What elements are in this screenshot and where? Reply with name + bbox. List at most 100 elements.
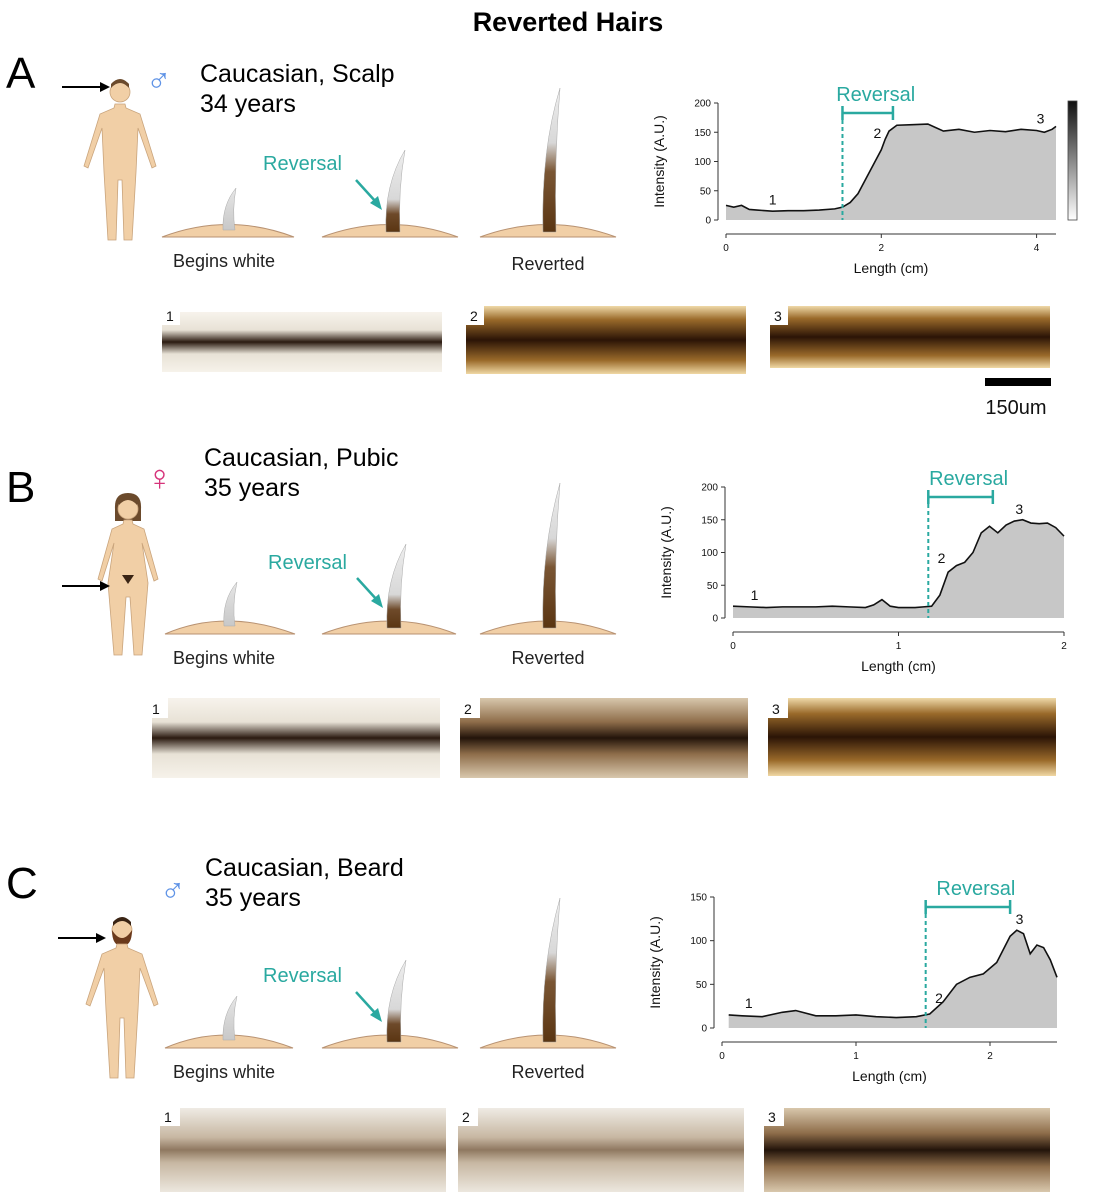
reversal-arrow: [355, 179, 382, 210]
point-label: 1: [745, 995, 753, 1011]
x-tick-label: 1: [853, 1051, 859, 1062]
male-symbol-icon: ♂: [146, 62, 172, 100]
x-axis-label: Length (cm): [861, 658, 936, 674]
micrograph-2: 2: [458, 1106, 744, 1192]
micrograph-label: 1: [166, 308, 174, 324]
x-tick-label: 2: [987, 1051, 993, 1062]
reversal-label: Reversal: [936, 878, 1015, 900]
location-arrow: [62, 581, 110, 591]
demographic-line1: Caucasian, Pubic: [204, 444, 399, 472]
reversal-label: Reversal: [268, 552, 347, 574]
male-symbol-icon: ♂: [160, 872, 186, 910]
stage-reversal: [321, 543, 457, 635]
x-tick-label: 0: [723, 243, 729, 254]
scale-bar-label: 150um: [985, 397, 1046, 419]
micrograph-label: 3: [774, 308, 782, 324]
intensity-area: [728, 930, 1057, 1028]
micrograph-3: 3: [764, 1106, 1050, 1192]
micrograph-label: 3: [768, 1109, 776, 1125]
stage-reverted: [479, 897, 617, 1049]
y-axis-label: Intensity (A.U.): [647, 916, 663, 1009]
body-figure: [97, 493, 159, 656]
stage-label: Reverted: [511, 648, 584, 668]
micrograph-label: 2: [470, 308, 478, 324]
micrograph-3: 3: [768, 698, 1056, 776]
panel-letter: A: [6, 49, 36, 98]
stage-begins-white: [164, 995, 294, 1049]
location-arrow: [62, 82, 110, 92]
stage-label: Reverted: [511, 254, 584, 274]
y-tick-label: 100: [690, 936, 707, 947]
reversal-label: Reversal: [263, 965, 342, 987]
stage-reverted: [479, 482, 617, 635]
demographic-line2: 34 years: [200, 90, 296, 118]
y-tick-label: 200: [701, 483, 718, 494]
body-figure: [85, 917, 159, 1079]
micrograph-label: 2: [462, 1109, 470, 1125]
stage-label: Begins white: [173, 1062, 275, 1082]
point-label: 1: [769, 192, 777, 208]
micrograph-2: 2: [460, 698, 748, 778]
y-tick-label: 100: [694, 157, 711, 168]
body-figure: [83, 79, 157, 241]
intensity-colorbar: [1067, 100, 1078, 221]
micrograph-label: 3: [772, 701, 780, 717]
micrograph-strip: 1 2 3: [160, 1106, 1050, 1192]
micrograph-1: 1: [160, 1106, 446, 1192]
x-tick-label: 0: [730, 641, 736, 652]
y-tick-label: 50: [707, 581, 719, 592]
point-label: 2: [874, 125, 882, 141]
y-tick-label: 50: [700, 186, 712, 197]
scale-bar: [985, 378, 1051, 386]
stage-begins-white: [164, 581, 296, 635]
reversal-arrow: [356, 577, 383, 608]
intensity-area: [726, 124, 1056, 220]
x-tick-label: 0: [719, 1051, 725, 1062]
micrograph-strip: 1 2 3: [162, 305, 1050, 374]
point-label: 2: [935, 990, 943, 1006]
micrograph-2: 2: [466, 305, 746, 374]
intensity-line: [732, 518, 1065, 609]
stage-label: Begins white: [173, 251, 275, 271]
reversal-label: Reversal: [836, 84, 915, 106]
micrograph-label: 2: [464, 701, 472, 717]
micrograph-1: 1: [162, 305, 442, 372]
y-tick-label: 100: [701, 548, 718, 559]
intensity-line: [725, 123, 1057, 213]
x-axis-label: Length (cm): [854, 260, 929, 276]
stage-reverted: [479, 87, 617, 238]
micrograph-strip: 1 2 3: [148, 698, 1056, 778]
point-label: 2: [938, 550, 946, 566]
x-tick-label: 1: [896, 641, 902, 652]
female-symbol-icon: ♀: [146, 457, 173, 498]
demographic-line2: 35 years: [204, 474, 300, 502]
stage-label: Begins white: [173, 648, 275, 668]
y-axis-label: Intensity (A.U.): [658, 506, 674, 599]
y-tick-label: 0: [705, 216, 711, 227]
point-label: 3: [1037, 110, 1045, 126]
y-tick-label: 200: [694, 99, 711, 110]
y-tick-label: 0: [701, 1024, 707, 1035]
reversal-arrow: [355, 991, 382, 1022]
y-tick-label: 50: [696, 980, 708, 991]
point-label: 1: [751, 587, 759, 603]
y-axis-label: Intensity (A.U.): [651, 115, 667, 208]
figure-title: Reverted Hairs: [473, 7, 664, 37]
y-tick-label: 150: [694, 128, 711, 139]
micrograph-3: 3: [770, 305, 1050, 368]
panel-b: B ♀ Caucasian, Pubic 35 years Begins whi…: [6, 444, 1067, 778]
point-label: 3: [1015, 501, 1023, 517]
demographic-line2: 35 years: [205, 884, 301, 912]
x-axis-label: Length (cm): [852, 1068, 927, 1084]
micrograph-label: 1: [164, 1109, 172, 1125]
demographic-line1: Caucasian, Scalp: [200, 60, 395, 88]
panel-c: C ♂ Caucasian, Beard 35 years Begins whi…: [6, 854, 1058, 1192]
stage-reversal: [321, 959, 459, 1049]
stage-label: Reverted: [511, 1062, 584, 1082]
panel-letter: B: [6, 463, 35, 512]
y-tick-label: 0: [712, 614, 718, 625]
